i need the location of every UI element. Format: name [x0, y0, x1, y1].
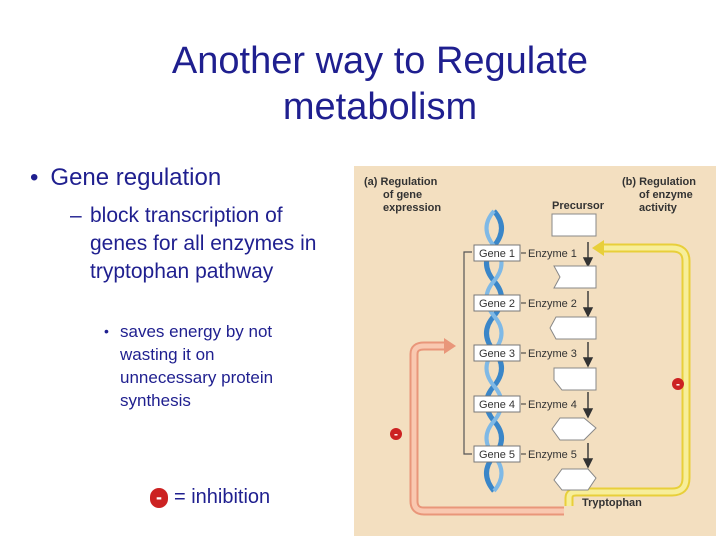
label-a-line3: expression: [383, 202, 441, 214]
enzyme-feedback-arrowhead-icon: [592, 240, 604, 256]
gene-feedback-arrowhead-icon: [444, 338, 456, 354]
title-line-2: metabolism: [282, 86, 478, 128]
enzyme-label-1: Enzyme 1: [528, 248, 577, 260]
sub-sub-bullet-text: saves energy by not wasting it on unnece…: [120, 322, 274, 410]
metabolite-shapes: [549, 213, 597, 491]
gene-label-2: Gene 2: [479, 298, 515, 310]
legend-text: = inhibition: [174, 486, 271, 508]
precursor-shape: [551, 213, 597, 237]
intermediate-shape-1: [553, 265, 597, 289]
title-line-1: Another way to Regulate: [171, 40, 589, 82]
inhibition-minus-icon: -: [150, 487, 168, 508]
sub-bullet-text: block transcription of genes for all enz…: [90, 204, 317, 283]
tryptophan-pathway-figure: Gene 1 Gene 2 Gene 3 Gene 4 Gene 5 Enzym…: [354, 166, 716, 536]
gene-label-3: Gene 3: [479, 348, 515, 360]
intermediate-shape-4: [551, 417, 597, 441]
enzyme-inhibition-marker-icon: [672, 378, 684, 390]
tryptophan-shape: [553, 468, 597, 491]
bullet-dot-icon: •: [30, 164, 39, 191]
precursor-label: Precursor: [552, 200, 605, 212]
pathway-arrows: [582, 242, 594, 469]
slide-title: Another way to Regulate metabolism: [100, 38, 660, 130]
enzyme-label-2: Enzyme 2: [528, 298, 577, 310]
gene-inhibition-marker-icon: [390, 428, 402, 440]
gene-feedback-loop-inner: [411, 343, 564, 514]
enzyme-label-5: Enzyme 5: [528, 449, 577, 461]
intermediate-shape-2: [549, 316, 597, 340]
sub-bullet-block-transcription: – block transcription of genes for all e…: [70, 202, 340, 286]
tryptophan-label: Tryptophan: [582, 497, 642, 509]
sub-sub-bullet-saves-energy: • saves energy by not wasting it on unne…: [104, 320, 314, 412]
bullet-gene-regulation: • Gene regulation: [30, 164, 221, 192]
label-a-line1: (a) Regulation: [364, 176, 438, 188]
gene-enzyme-arrows: [521, 252, 526, 455]
label-a-line2: of gene: [383, 189, 422, 201]
enzyme-feedback-loop-inner: [566, 245, 689, 506]
gene-box-5: [473, 445, 521, 463]
gene-inhibition-symbol: -: [394, 427, 398, 441]
dash-icon: –: [70, 204, 82, 227]
label-b-line2: of enzyme: [639, 189, 693, 201]
operon-bracket: [463, 251, 472, 455]
enzyme-label-4: Enzyme 4: [528, 399, 577, 411]
gene-box-2: [473, 294, 521, 312]
enzyme-inhibition-symbol: -: [676, 377, 680, 391]
gene-box-1: [473, 244, 521, 262]
gene-label-1: Gene 1: [479, 248, 515, 260]
label-b-line3: activity: [639, 202, 678, 214]
inhibition-legend: - = inhibition: [150, 486, 270, 509]
label-b-line1: (b) Regulation: [622, 176, 696, 188]
enzyme-label-3: Enzyme 3: [528, 348, 577, 360]
gene-label-4: Gene 4: [479, 399, 515, 411]
gene-label-5: Gene 5: [479, 449, 515, 461]
gene-box-4: [473, 395, 521, 413]
pathway-diagram: Gene 1 Gene 2 Gene 3 Gene 4 Gene 5 Enzym…: [354, 166, 716, 536]
gene-box-3: [473, 344, 521, 362]
bullet-dot-icon: •: [104, 323, 109, 339]
bullet-text: Gene regulation: [50, 164, 222, 191]
intermediate-shape-3: [553, 367, 597, 391]
